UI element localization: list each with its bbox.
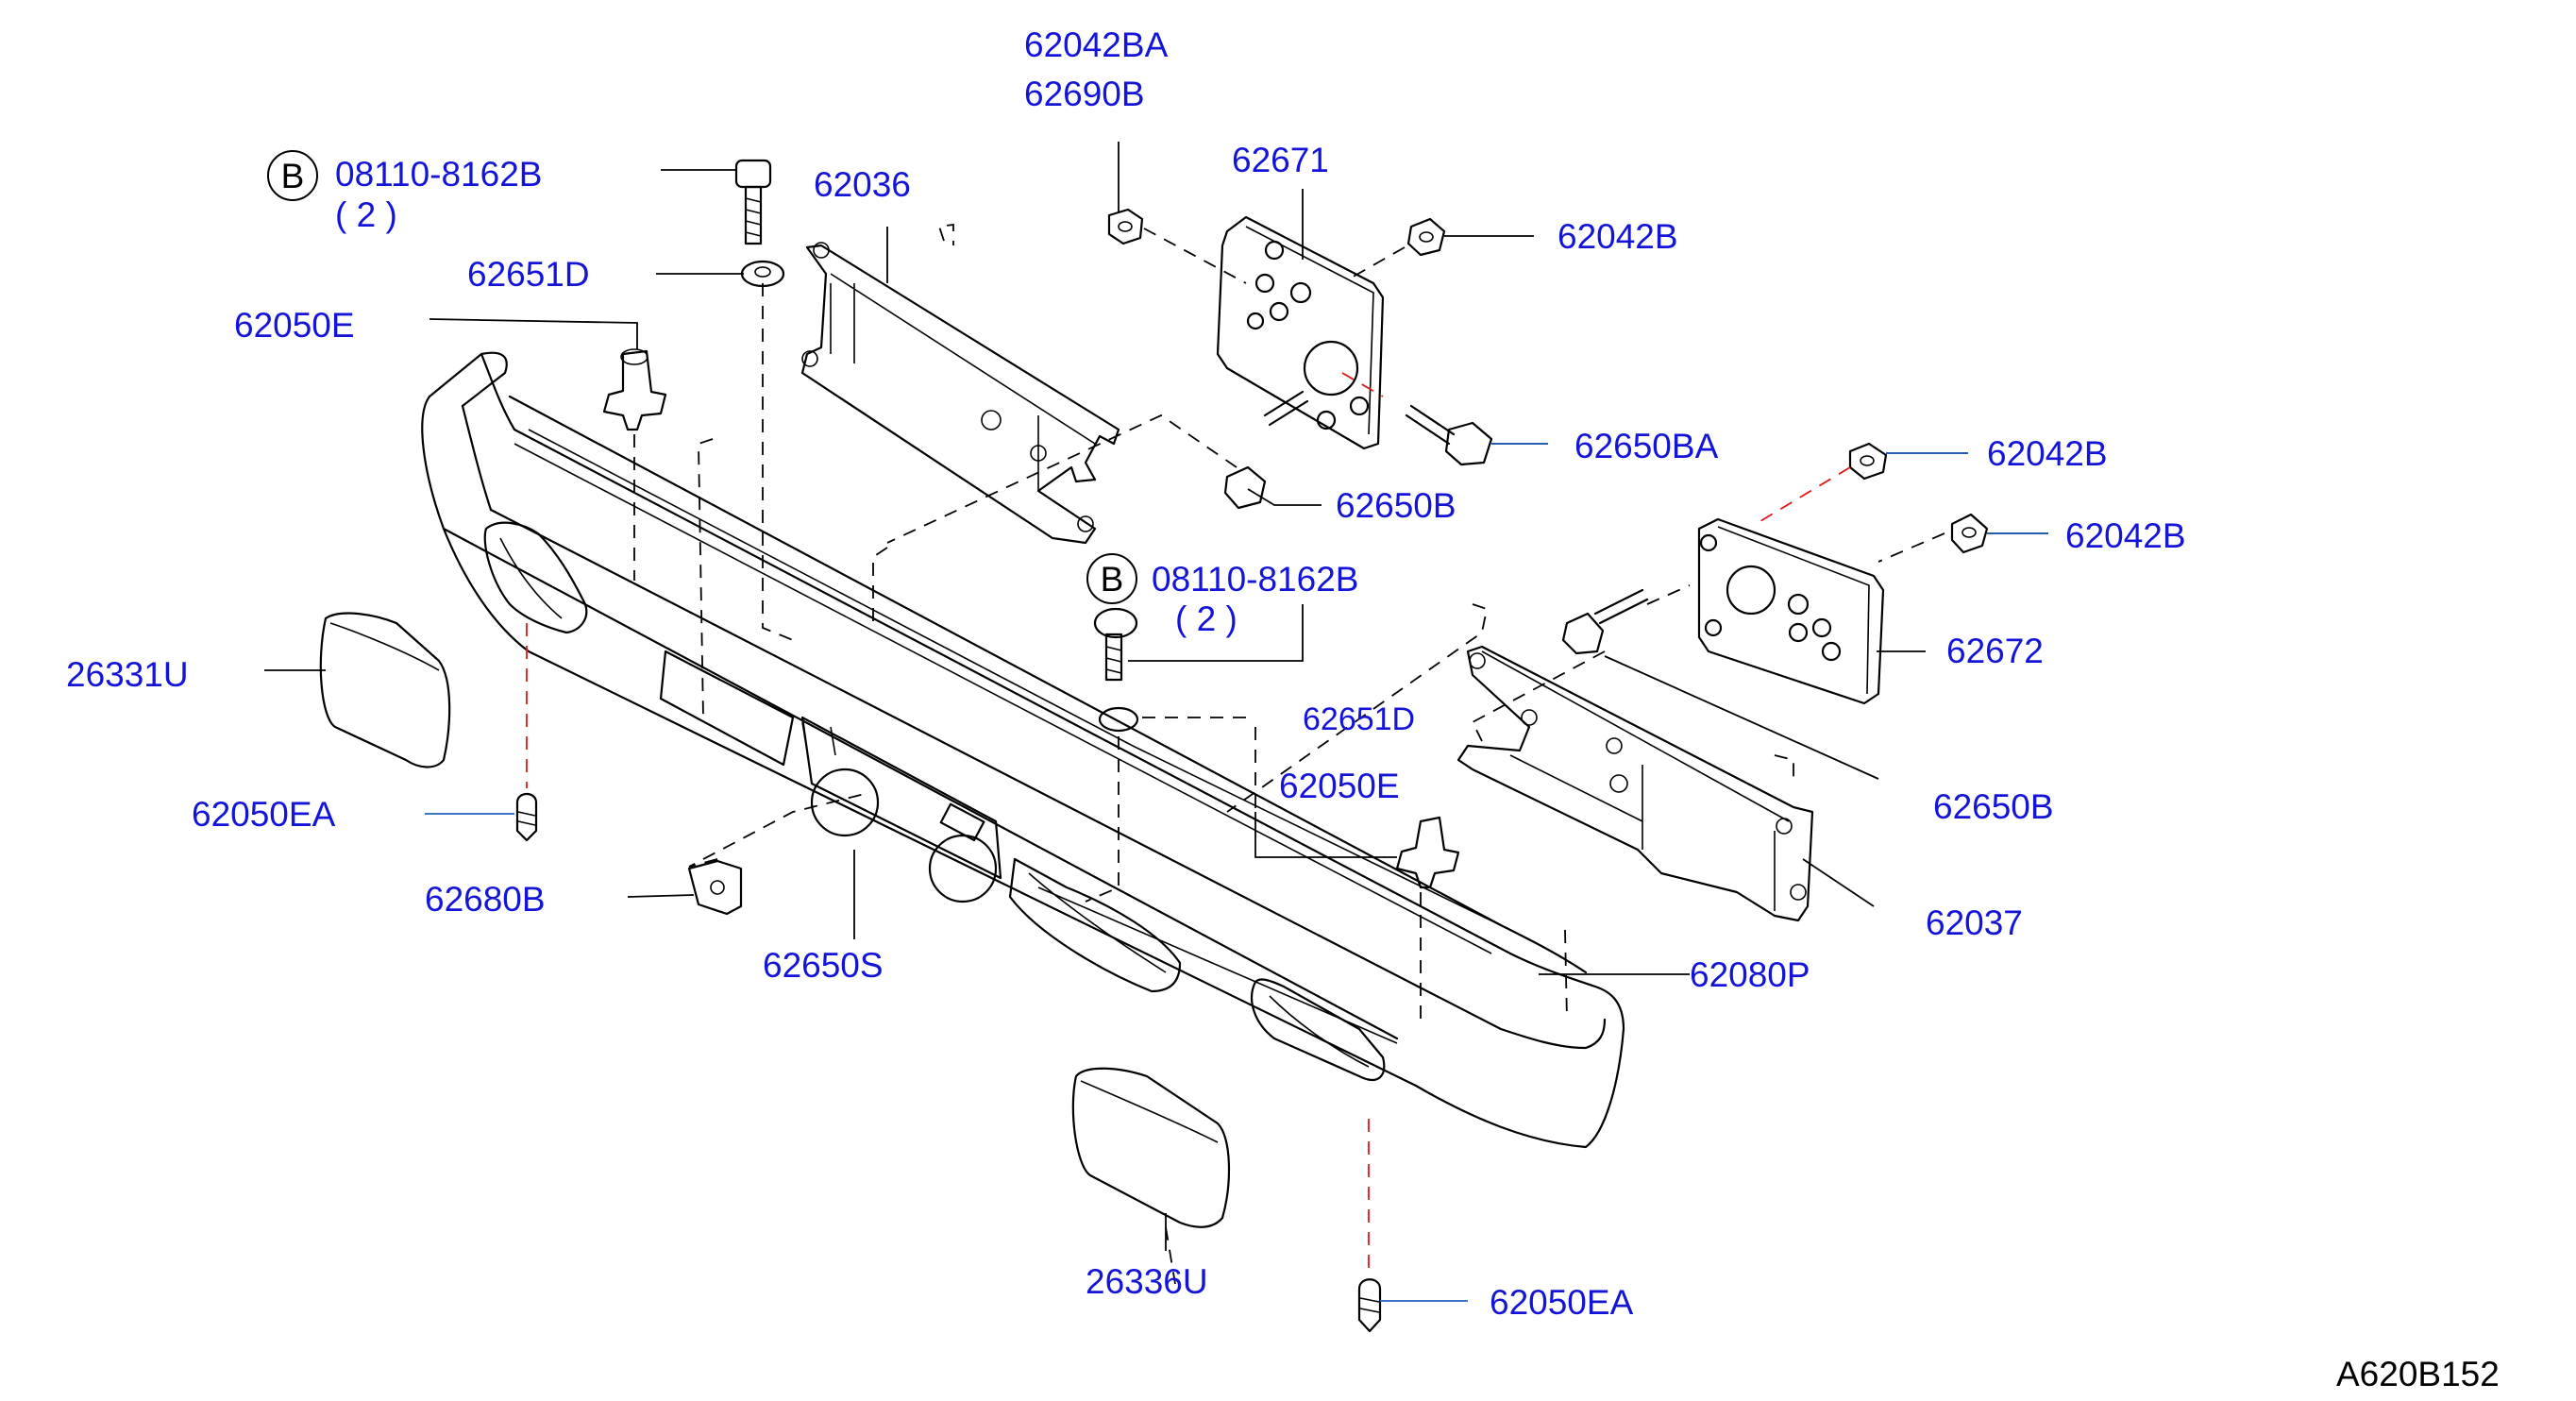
mounting-plate-62671	[1216, 215, 1385, 450]
clip-62050E-left	[602, 348, 667, 431]
fog-lamp-26336U	[1071, 1067, 1231, 1228]
bolt-marker-top: B	[267, 150, 318, 201]
nut-62690B	[1107, 208, 1144, 245]
mounting-plate-62672	[1697, 517, 1885, 705]
label-26331U: 26331U	[66, 655, 189, 694]
label-62042B-3: 62042B	[2065, 516, 2186, 555]
washer-62651D	[740, 260, 785, 288]
label-62042BA: 62042BA	[1024, 25, 1169, 64]
diagram-code: A620B152	[2336, 1355, 2500, 1393]
clip-62050E-mid	[1395, 816, 1460, 889]
label-62671: 62671	[1232, 141, 1329, 179]
label-26336U: 26336U	[1086, 1262, 1208, 1301]
label-62650B-1: 62650B	[1336, 486, 1456, 525]
label-62050E-left: 62050E	[234, 306, 355, 345]
fog-lamp-26331U	[319, 612, 451, 768]
label-62650BA: 62650BA	[1574, 427, 1719, 465]
label-62690B: 62690B	[1024, 75, 1145, 113]
nut-62042B-1	[1406, 217, 1446, 257]
bolt-62650BA	[1405, 404, 1493, 466]
bolt-08110-top	[734, 159, 772, 245]
label-62042B-1: 62042B	[1557, 217, 1678, 256]
label-08110-top-qty: ( 2 )	[335, 195, 397, 234]
label-62050EA-left: 62050EA	[192, 795, 336, 834]
label-62050EA-right: 62050EA	[1490, 1283, 1634, 1322]
label-08110-mid-qty: ( 2 )	[1175, 599, 1237, 638]
bracket-62037	[1456, 645, 1814, 922]
leader-lines	[264, 142, 2048, 1302]
washer-62651D-mid	[1098, 706, 1139, 733]
label-62050E-mid: 62050E	[1279, 767, 1400, 805]
label-62036: 62036	[814, 165, 911, 204]
bolt-08110-mid	[1093, 607, 1138, 682]
clip-62680B	[687, 859, 743, 916]
label-62680B: 62680B	[425, 880, 546, 919]
label-62651D-mid: 62651D	[1303, 701, 1415, 737]
bolt-marker-mid: B	[1086, 553, 1137, 604]
assembly-lines	[526, 223, 1945, 1285]
label-62042B-2: 62042B	[1987, 434, 2108, 473]
bolt-62650B-2	[1561, 588, 1649, 655]
bumper-fascia-62080P	[421, 351, 1625, 1149]
bracket-62036	[800, 242, 1120, 545]
bolt-marker-mid-text: B	[1101, 560, 1124, 599]
label-62650S: 62650S	[763, 946, 884, 985]
clip-62050EA-left	[515, 792, 538, 842]
label-62651D: 62651D	[467, 255, 590, 294]
label-62037: 62037	[1926, 903, 2023, 942]
label-08110-top: 08110-8162B	[335, 155, 542, 194]
bolt-marker-top-text: B	[281, 157, 305, 195]
nut-62042B-3	[1950, 513, 1989, 554]
label-62650B-2: 62650B	[1933, 787, 2054, 826]
nut-62042B-2	[1848, 442, 1888, 481]
label-62080P: 62080P	[1690, 955, 1810, 994]
clip-62050EA-right	[1357, 1278, 1382, 1333]
label-08110-mid: 08110-8162B	[1152, 560, 1358, 599]
bolt-62650B-1	[1223, 390, 1309, 510]
label-62672: 62672	[1946, 632, 2044, 670]
